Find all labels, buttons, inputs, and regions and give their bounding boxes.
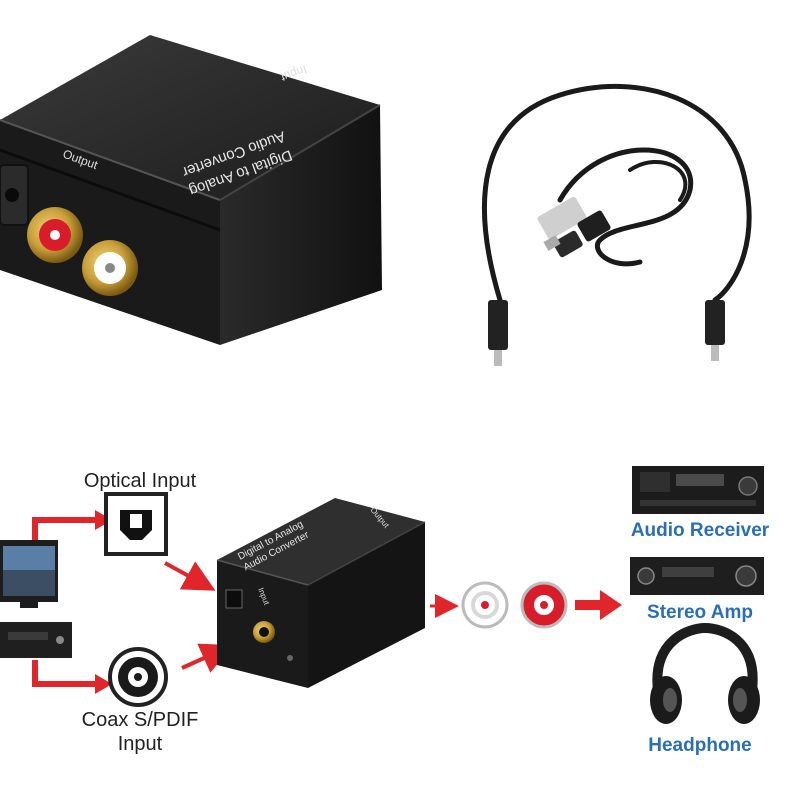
arrow-to-optical bbox=[32, 517, 95, 540]
output-label-audio-receiver: Audio Receiver bbox=[630, 520, 770, 541]
rca-white-icon bbox=[461, 581, 509, 629]
stereo-amp-icon bbox=[630, 557, 764, 595]
arrow-optical-to-converter bbox=[164, 561, 216, 591]
optical-input-icon bbox=[104, 492, 168, 556]
converter-photo-input-label: Input bbox=[278, 62, 308, 85]
coax-input-label: Coax S/PDIF Input bbox=[55, 708, 225, 756]
dvd-player-icon bbox=[0, 622, 72, 658]
headphone-icon bbox=[650, 622, 760, 724]
optical-input-label: Optical Input bbox=[83, 470, 197, 492]
cables-photo bbox=[482, 83, 752, 366]
converter-photo: Digital to Analog Audio Converter Input … bbox=[0, 35, 382, 345]
tv-icon bbox=[0, 540, 58, 608]
output-label-stereo-amp: Stereo Amp bbox=[647, 602, 753, 623]
arrow-coax-to-converter bbox=[181, 643, 233, 673]
arrow-to-outputs bbox=[600, 590, 622, 620]
rca-red-icon bbox=[520, 581, 568, 629]
coax-input-icon bbox=[108, 647, 168, 707]
output-label-headphone: Headphone bbox=[648, 735, 752, 756]
audio-receiver-icon bbox=[632, 466, 764, 514]
arrow-to-coax bbox=[32, 660, 95, 687]
coax-input-label-line2: Input bbox=[117, 733, 163, 755]
coax-input-label-line1: Coax S/PDIF bbox=[81, 709, 199, 731]
converter-diagram: Digital to Analog Audio Converter Input … bbox=[216, 498, 426, 688]
